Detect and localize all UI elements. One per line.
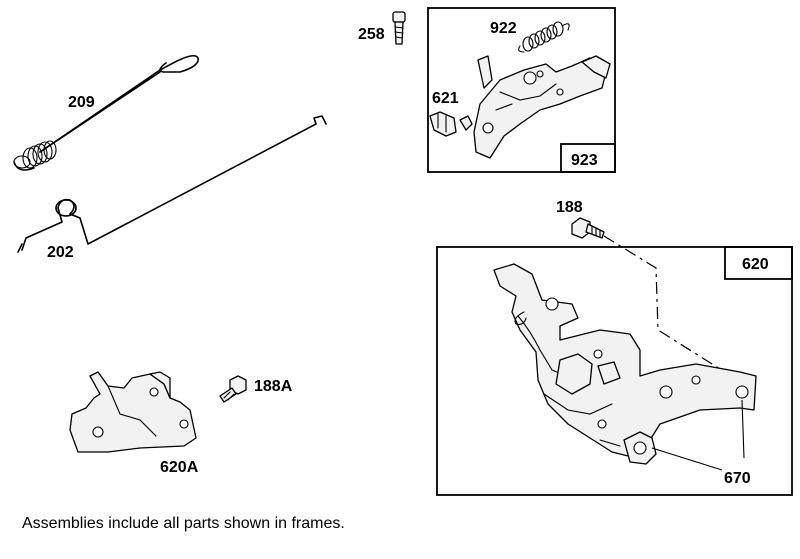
frame-620 (436, 246, 793, 496)
label-621: 621 (432, 90, 459, 107)
part-922-spring (518, 21, 570, 53)
label-923: 923 (571, 152, 598, 169)
label-620: 620 (742, 256, 769, 273)
frame-923 (427, 7, 616, 173)
label-620A: 620A (160, 459, 199, 476)
label-188A: 188A (254, 378, 293, 395)
leader-670 (651, 399, 745, 471)
label-922: 922 (490, 20, 517, 37)
label-670: 670 (724, 470, 751, 487)
part-202-governor-link (17, 115, 327, 253)
part-188A-screw (219, 375, 247, 403)
part-620-bracket-assembly (493, 263, 757, 465)
part-188-screw (571, 217, 605, 239)
part-923-control-bracket (473, 55, 611, 159)
part-621-clip (429, 111, 473, 137)
label-258: 258 (358, 26, 385, 43)
label-188: 188 (556, 199, 583, 216)
part-209-spring-link (13, 54, 199, 171)
assembly-note: Assemblies include all parts shown in fr… (22, 515, 345, 532)
label-202: 202 (47, 244, 74, 261)
part-258-screw (392, 11, 406, 45)
label-209: 209 (68, 94, 95, 111)
part-620A-bracket (69, 371, 197, 453)
alignment-line (603, 235, 745, 385)
